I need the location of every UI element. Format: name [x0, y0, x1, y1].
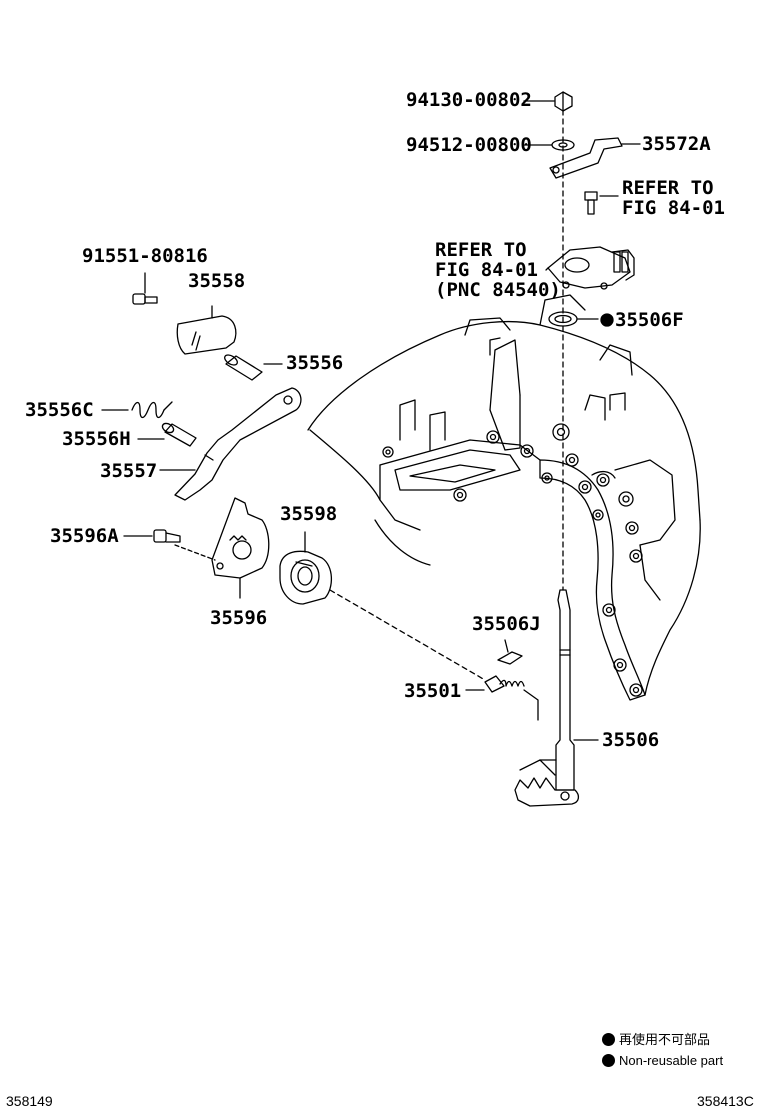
- non-reusable-dot-icon: [602, 1054, 615, 1067]
- axis-line-lever: [174, 544, 216, 561]
- label-35558: 35558: [188, 270, 246, 292]
- neutral-start-switch: [545, 246, 635, 290]
- bolt-upper: [584, 191, 619, 215]
- label-refer-upper-line2: FIG 84-01: [622, 197, 725, 219]
- legend-jp: 再使用不可部品: [602, 1032, 710, 1048]
- legend-jp-text: 再使用不可部品: [619, 1032, 711, 1047]
- pin-35556H: [137, 422, 197, 447]
- label-35598: 35598: [280, 503, 338, 525]
- nut-94130: [523, 91, 573, 112]
- label-94130-00802: 94130-00802: [406, 89, 532, 111]
- label-35506: 35506: [602, 729, 660, 751]
- label-35596: 35596: [210, 607, 268, 629]
- label-35506F: 35506F: [615, 309, 684, 331]
- cam-plate-35558: [176, 305, 237, 355]
- label-35556C: 35556C: [25, 399, 94, 421]
- label-35557: 35557: [100, 460, 158, 482]
- label-35572A: 35572A: [642, 133, 711, 155]
- label-refer-lower-line1: REFER TO: [435, 239, 527, 261]
- footer-right-code: 358413C: [697, 1093, 754, 1109]
- label-91551-80816: 91551-80816: [82, 245, 208, 267]
- oil-seal-35506F: [548, 311, 614, 327]
- clip-35506J: [497, 639, 523, 665]
- non-reusable-dot-icon: [602, 1033, 615, 1046]
- shaft-35506: [514, 589, 599, 807]
- label-35556: 35556: [286, 352, 344, 374]
- footer-left-code: 358149: [6, 1093, 53, 1109]
- detent-plate-35596: [211, 497, 270, 599]
- pin-35501: [465, 675, 539, 721]
- label-35596A: 35596A: [50, 525, 119, 547]
- collar-35598: [279, 531, 333, 605]
- legend-en: Non-reusable part: [602, 1053, 723, 1069]
- lever-35557: [159, 387, 302, 501]
- axis-line-diagonal: [329, 589, 486, 681]
- washer-94512: [523, 139, 575, 151]
- pin-35556: [224, 354, 283, 381]
- spring-35556C: [101, 401, 173, 419]
- label-35506J: 35506J: [472, 613, 541, 635]
- label-refer-lower-line2: FIG 84-01: [435, 259, 538, 281]
- bolt-35596A: [123, 529, 181, 543]
- label-94512-00800: 94512-00800: [406, 134, 532, 156]
- label-refer-lower-line3: (PNC 84540): [435, 279, 561, 301]
- label-35501: 35501: [404, 680, 462, 702]
- label-35556H: 35556H: [62, 428, 131, 450]
- bolt-91551: [132, 272, 158, 305]
- lever-plate-35572A: [549, 137, 641, 179]
- transmission-housing: [307, 294, 701, 701]
- housing-bolt-holes: [382, 423, 643, 697]
- legend-en-text: Non-reusable part: [619, 1053, 724, 1068]
- label-refer-upper-line1: REFER TO: [622, 177, 714, 199]
